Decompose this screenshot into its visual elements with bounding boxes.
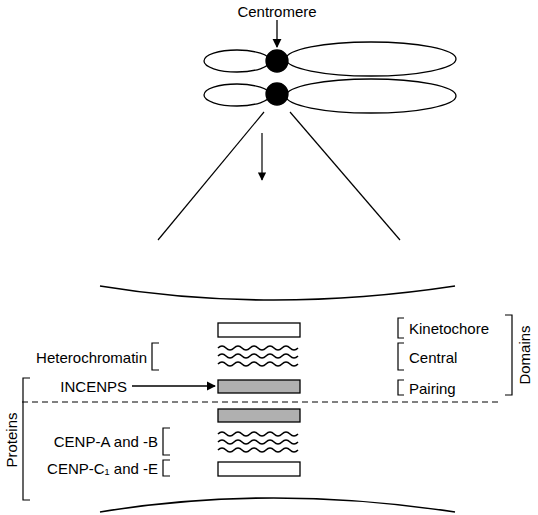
pointer-arrow bbox=[276, 20, 277, 47]
brackets bbox=[23, 315, 512, 500]
dashed-divider bbox=[22, 402, 502, 403]
chromatid-surface bbox=[100, 286, 455, 512]
protein-label: INCENPS bbox=[60, 379, 127, 394]
domain-label: Central bbox=[409, 350, 457, 365]
protein-label: CENP-A and -B bbox=[54, 434, 158, 449]
domain-label: Kinetochore bbox=[409, 321, 489, 336]
centromere-layers bbox=[218, 323, 300, 476]
protein-label: CENP-C₁ and -E bbox=[47, 461, 158, 476]
structure-label: Heterochromatin bbox=[36, 350, 147, 365]
chromosome bbox=[204, 42, 456, 113]
domain-label: Pairing bbox=[409, 381, 456, 396]
group-label: Proteins bbox=[4, 412, 19, 467]
group-label: Domains bbox=[517, 325, 532, 384]
structure-label: Centromere bbox=[237, 4, 316, 19]
pointer-arrow bbox=[132, 385, 215, 386]
zoom-lines bbox=[158, 112, 400, 240]
